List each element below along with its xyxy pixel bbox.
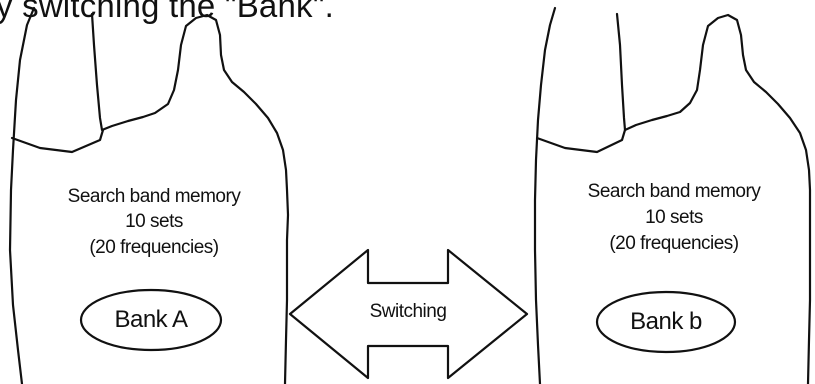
left-panel-line3: (20 frequencies) (89, 237, 219, 258)
radio-inner-line-right (535, 128, 627, 154)
caption-text: y switching the "Bank". (0, 0, 335, 24)
right-panel-line3: (20 frequencies) (609, 233, 739, 254)
radio-inner-line-left (10, 128, 105, 154)
switching-label: Switching (369, 301, 447, 322)
bank-a-ellipse (79, 288, 223, 352)
bank-a-label: Bank A (114, 306, 188, 333)
left-panel-line2: 10 sets (125, 211, 183, 232)
right-panel-line1: Search band memory (587, 181, 761, 202)
bank-b-label: Bank b (630, 308, 702, 335)
radio-outline-right (533, 6, 812, 384)
double-arrow (288, 248, 529, 380)
radio-outline-left (8, 6, 290, 384)
right-panel-line2: 10 sets (645, 207, 703, 228)
left-panel-line1: Search band memory (67, 186, 241, 207)
bank-b-ellipse (595, 290, 737, 354)
